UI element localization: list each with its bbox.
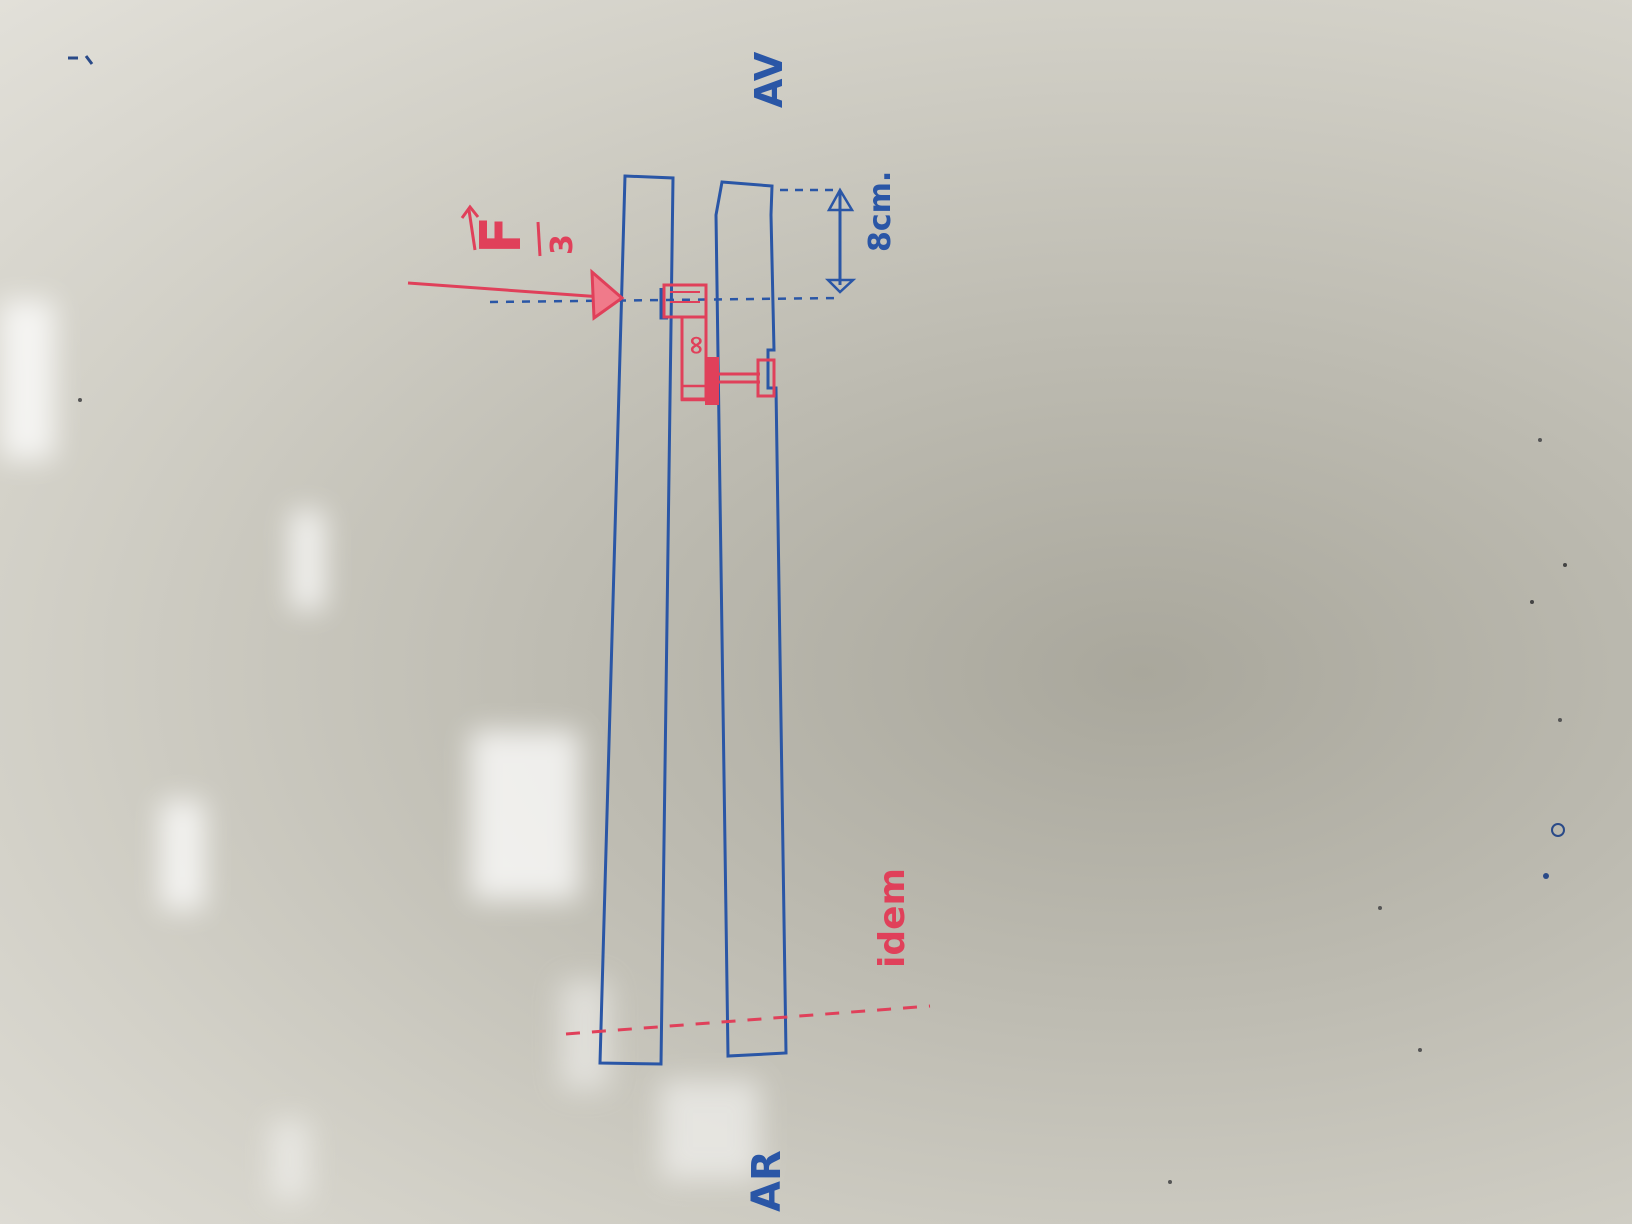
force-vector-arrow [460, 204, 480, 219]
front-label: AV [747, 51, 791, 108]
board-mark [68, 55, 94, 65]
board-speck [1530, 600, 1534, 604]
light-reflection [660, 1080, 760, 1180]
light-reflection [270, 1120, 310, 1200]
board-speck [1378, 906, 1382, 910]
rear-dashed-line [565, 1004, 931, 1036]
force-line [407, 281, 603, 299]
rear-label: AR [744, 1150, 790, 1212]
right-bar-outline [714, 180, 788, 1058]
same-note: idem [872, 868, 913, 968]
dimension-label: 8cm. [863, 171, 898, 252]
board-speck [1418, 1048, 1422, 1052]
light-reflection [160, 800, 205, 910]
force-arrowhead [590, 268, 625, 321]
force-vector-bar [467, 209, 477, 251]
board-speck [1538, 438, 1542, 442]
fitting-block-right [756, 358, 776, 398]
board-speck [78, 398, 82, 402]
board-speck [1551, 823, 1565, 837]
dimension-arrowhead-top [826, 187, 855, 212]
force-subscript: 3 [545, 234, 580, 255]
dimension-arrowhead-bottom [824, 278, 857, 294]
board-speck [1558, 718, 1562, 722]
force-label: F [469, 216, 534, 254]
light-reflection [290, 510, 325, 610]
board-speck [1563, 563, 1567, 567]
force-divider [536, 221, 542, 257]
light-reflection [0, 300, 55, 460]
link-base [680, 384, 714, 402]
link-symbol: ∞ [681, 334, 711, 356]
dimension-extension-bottom [489, 296, 841, 304]
board-speck [1543, 873, 1549, 879]
board-speck [1168, 1180, 1172, 1184]
left-bar-outline [598, 174, 675, 1066]
light-reflection [470, 730, 580, 900]
